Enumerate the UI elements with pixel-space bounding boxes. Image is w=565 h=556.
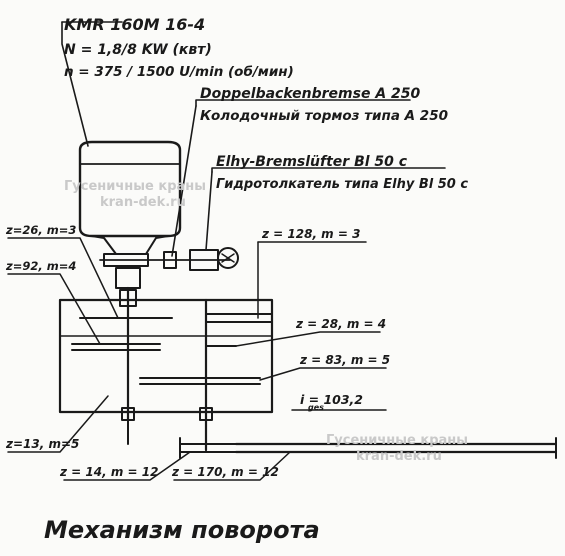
watermark-1-line2: kran-dek.ru (100, 195, 186, 210)
gear-z28-label: z = 28, m = 4 (295, 317, 386, 331)
gear-stage-3 (139, 377, 261, 385)
input-shaft (115, 267, 141, 422)
gear-z14-label: z = 14, m = 12 (59, 465, 158, 479)
gear-ratio-subscript: ges (308, 403, 324, 412)
gear-stage-1 (79, 313, 273, 323)
gear-stage-2 (71, 343, 237, 351)
diagram-caption: Механизм поворота (44, 516, 320, 544)
brake-label-de: Doppelbackenbremse A 250 (200, 86, 421, 102)
motor-speed: n = 375 / 1500 U/min (об/мин) (64, 64, 294, 80)
brake-label-ru: Колодочный тормоз типа А 250 (200, 108, 448, 124)
gear-z92-label: z=92, m=4 (5, 259, 76, 273)
motor-model: KMR 160M 16-4 (64, 15, 205, 34)
gear-ratio-label: i = 103,2 (300, 392, 363, 407)
thruster-label-ru: Гидротолкатель типа Elhy Bl 50 c (216, 177, 468, 192)
motor-leader (61, 21, 123, 147)
gearbox-housing (58, 298, 274, 414)
gear-z26-label: z=26, m=3 (5, 223, 76, 237)
brake-leaders (171, 99, 446, 257)
watermark-1-line1: Гусеничные краны (64, 179, 206, 194)
gear-z170-label: z = 170, m = 12 (171, 465, 279, 479)
gear-leaders (7, 237, 387, 481)
motor-power: N = 1,8/8 KW (квт) (64, 42, 212, 58)
gear-z13-label: z=13, m=5 (5, 437, 79, 451)
gear-z128-label: z = 128, m = 3 (261, 227, 360, 241)
watermark-2-line1: Гусеничные краны (326, 433, 468, 448)
gear-z83-label: z = 83, m = 5 (299, 353, 390, 367)
watermark-2-line2: kran-dek.ru (356, 449, 442, 464)
brake (99, 247, 239, 271)
output-shaft (121, 298, 213, 452)
thruster-label-de: Elhy-Bremslüfter Bl 50 c (216, 154, 408, 170)
